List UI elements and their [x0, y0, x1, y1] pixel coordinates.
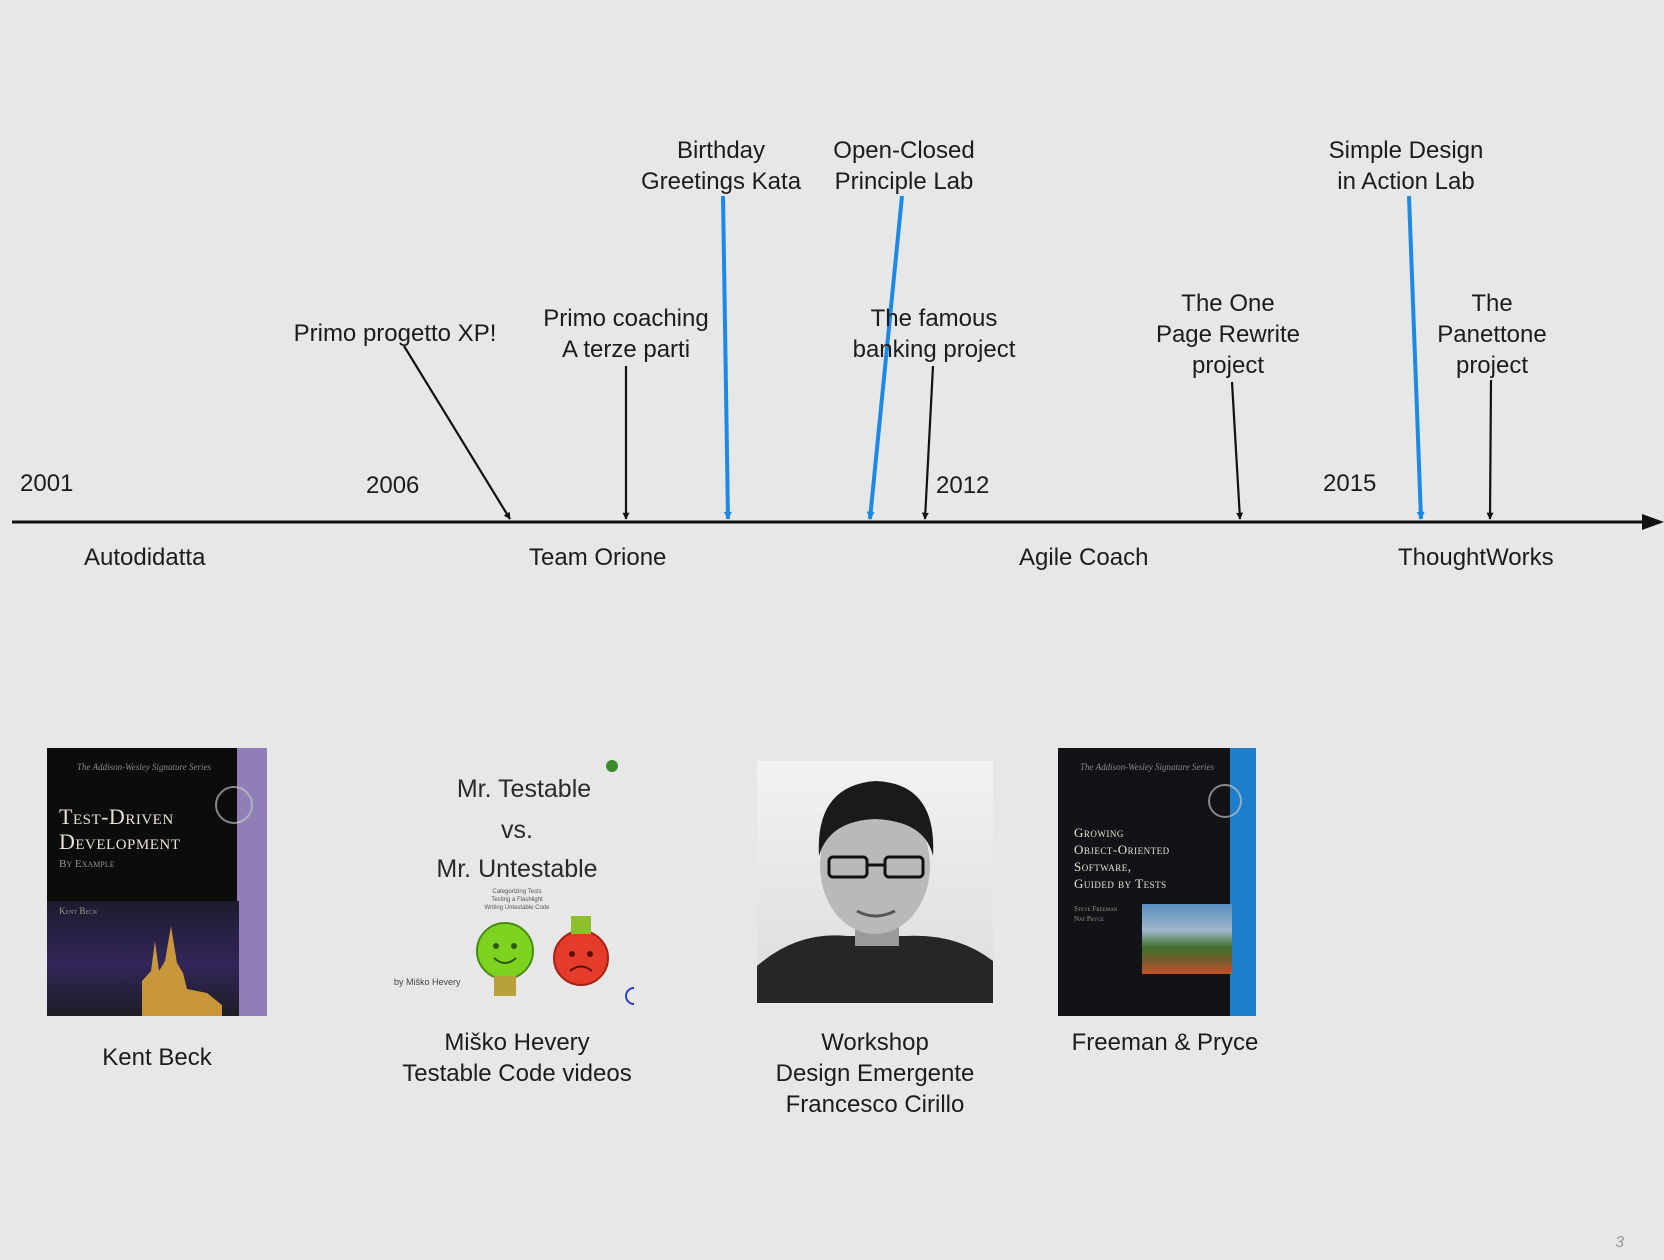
era-autodidatta: Autodidatta [84, 544, 206, 571]
year-2006: 2006 [366, 472, 420, 499]
event-panettone: The Panettone project [1437, 290, 1547, 379]
slide-byline: by Miško Hevery [394, 977, 461, 987]
book-title: Test-Driven Development [59, 804, 181, 854]
moon-icon [625, 987, 635, 1005]
year-2015: 2015 [1323, 470, 1377, 497]
arrow-primo-progetto [403, 345, 511, 520]
book-subtitle: By Example [59, 858, 115, 870]
testable-slide: Mr. Testable vs. Mr. Untestable Categori… [386, 756, 648, 1014]
greenhouse-photo [1142, 904, 1232, 974]
arrow-simple-design [1407, 195, 1425, 520]
dot-icon [606, 760, 618, 772]
event-one-page: The One Page Rewrite project [1155, 290, 1301, 379]
event-open-closed: Open-Closed Principle Lab [833, 137, 975, 195]
cathedral-icon [142, 926, 222, 1016]
year-2001: 2001 [20, 470, 74, 497]
signature-seal [1208, 784, 1242, 818]
event-simple-design: Simple Design in Action Lab [1328, 137, 1484, 195]
book-series: The Addison-Wesley Signature Series [1080, 762, 1214, 772]
page-number: 3 [1615, 1234, 1624, 1251]
tdd-book-cover: The Addison-Wesley Signature Series Test… [47, 748, 267, 1016]
book-author: Kent Beck [59, 906, 98, 916]
event-banking: The famous banking project [852, 305, 1016, 363]
signature-seal [215, 786, 253, 824]
era-team-orione: Team Orione [529, 544, 667, 571]
era-thoughtworks: ThoughtWorks [1398, 544, 1554, 571]
arrow-one-page [1230, 381, 1244, 520]
caption-kent-beck: Kent Beck [102, 1044, 212, 1071]
slide-topics: Categorizing Tests Testing a Flashlight … [484, 889, 550, 911]
event-birthday-kata: Birthday Greetings Kata [640, 137, 802, 195]
caption-freeman-pryce: Freeman & Pryce [1071, 1029, 1259, 1056]
arrow-banking [921, 365, 935, 520]
caption-cirillo: Workshop Design Emergente Francesco Ciri… [775, 1029, 975, 1118]
person-photo-icon [757, 781, 993, 1003]
sad-bulb-icon [553, 916, 609, 986]
slide-line3: Mr. Untestable [436, 855, 598, 883]
slide-line2: vs. [501, 816, 533, 844]
lightbulbs-icon [476, 916, 635, 1005]
event-primo-progetto: Primo progetto XP! [293, 320, 497, 347]
arrow-open-closed [866, 195, 904, 520]
slide-line1: Mr. Testable [456, 775, 592, 803]
arrow-birthday-kata [721, 195, 732, 520]
timeline-axis [12, 514, 1664, 530]
goos-book-cover: The Addison-Wesley Signature Series Grow… [1058, 748, 1256, 1016]
year-2012: 2012 [936, 472, 990, 499]
book-authors: Steve Freeman Nat Pryce [1074, 905, 1118, 923]
event-primo-coaching: Primo coaching A terze parti [543, 305, 709, 363]
cirillo-portrait [757, 761, 993, 1003]
era-agile-coach: Agile Coach [1019, 544, 1149, 571]
arrow-panettone [1486, 379, 1494, 520]
book-series: The Addison-Wesley Signature Series [77, 762, 211, 772]
happy-bulb-icon [476, 922, 534, 996]
book-title: Growing Object-Oriented Software, Guided… [1074, 825, 1170, 891]
cathedral-photo [47, 901, 239, 1016]
caption-misko: Miško Hevery Testable Code videos [402, 1029, 632, 1087]
